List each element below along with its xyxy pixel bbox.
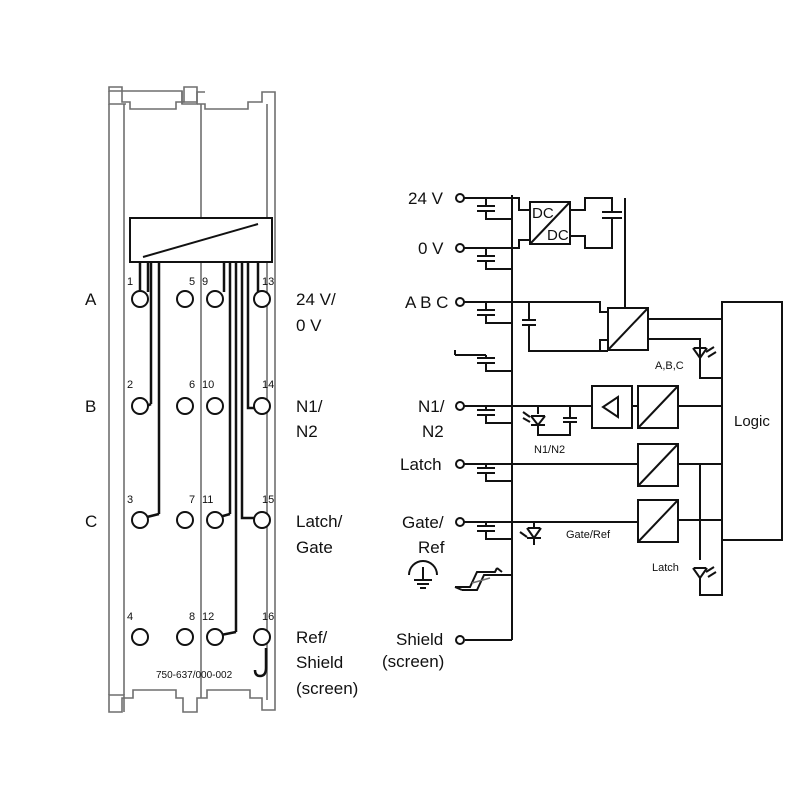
terminal-16 xyxy=(253,628,271,646)
earth-ground-icon xyxy=(408,560,438,589)
input-capacitors xyxy=(454,197,512,540)
input-label-gate: Gate/ xyxy=(402,513,444,532)
terminal-13 xyxy=(253,290,271,308)
input-label-0v: 0 V xyxy=(418,239,444,258)
input-label-abc: A B C xyxy=(405,293,448,312)
ground-symbols xyxy=(408,560,512,591)
terminal-7 xyxy=(176,511,194,529)
schematic-terminal-shield xyxy=(455,635,465,645)
terminal-14 xyxy=(253,397,271,415)
led-label-abc: A,B,C xyxy=(655,360,684,372)
terminal-number: 9 xyxy=(202,276,208,288)
label-shield: Shield xyxy=(296,653,343,672)
label-screen: (screen) xyxy=(296,679,358,698)
part-number: 750-637/000-002 xyxy=(156,670,233,681)
terminal-number: 4 xyxy=(127,611,133,623)
row-label-a: A xyxy=(85,290,97,309)
schematic-terminal-n1n2 xyxy=(455,401,465,411)
terminal-numbers: 1 2 3 4 5 6 7 8 9 10 11 12 13 14 15 16 xyxy=(127,276,274,623)
terminal-12 xyxy=(206,628,224,646)
terminal-number: 2 xyxy=(127,379,133,391)
terminal-number: 13 xyxy=(262,276,274,288)
terminal-number: 6 xyxy=(189,379,195,391)
left-signal-labels: 24 V/ 0 V N1/ N2 Latch/ Gate Ref/ Shield… xyxy=(296,290,358,698)
input-label-latch: Latch xyxy=(400,455,442,474)
terminal-number: 15 xyxy=(262,494,274,506)
logic-block: Logic xyxy=(721,301,783,541)
label-gate: Gate xyxy=(296,538,333,557)
terminal-11 xyxy=(206,511,224,529)
dc-bottom-label: DC xyxy=(547,227,569,244)
input-label-24v: 24 V xyxy=(408,189,444,208)
input-labels: 24 V 0 V A B C N1/ N2 Latch Gate/ Ref Sh… xyxy=(382,189,448,671)
terminal-number: 16 xyxy=(262,611,274,623)
input-label-n1: N1/ xyxy=(418,397,445,416)
schematic-terminal-gate xyxy=(455,517,465,527)
terminal-9 xyxy=(206,290,224,308)
terminal-number: 3 xyxy=(127,494,133,506)
terminal-points xyxy=(131,290,271,646)
led-label-gate-ref: Gate/Ref xyxy=(566,529,611,541)
terminal-4 xyxy=(131,628,149,646)
terminal-2 xyxy=(131,397,149,415)
row-labels: A B C xyxy=(85,290,97,531)
dc-top-label: DC xyxy=(532,205,554,222)
label-n1: N1/ xyxy=(296,397,323,416)
terminal-number: 5 xyxy=(189,276,195,288)
terminal-number: 11 xyxy=(202,494,213,506)
led-label-latch: Latch xyxy=(652,562,679,574)
din-rail-icon xyxy=(454,567,512,591)
schematic-terminal-latch xyxy=(455,459,465,469)
terminal-number: 7 xyxy=(189,494,195,506)
schematic-terminal-0v xyxy=(455,243,465,253)
logic-label: Logic xyxy=(734,413,770,430)
input-terminals xyxy=(455,193,465,645)
terminal-number: 10 xyxy=(202,379,214,391)
label-0v: 0 V xyxy=(296,316,322,335)
label-latch: Latch/ xyxy=(296,512,343,531)
n1n2-channel: N1/N2 xyxy=(486,385,722,456)
row-label-c: C xyxy=(85,512,97,531)
terminal-15 xyxy=(253,511,271,529)
input-label-screen: (screen) xyxy=(382,652,444,671)
led-label-n1n2: N1/N2 xyxy=(534,444,565,456)
label-ref: Ref/ xyxy=(296,628,327,647)
terminal-3 xyxy=(131,511,149,529)
input-label-n2: N2 xyxy=(422,422,444,441)
terminal-number: 12 xyxy=(202,611,214,623)
latch-channel: Latch xyxy=(486,443,723,596)
label-n2: N2 xyxy=(296,422,318,441)
terminal-1 xyxy=(131,290,149,308)
abc-channel: A,B,C xyxy=(486,301,722,379)
schematic-terminal-24v xyxy=(455,193,465,203)
label-24v: 24 V/ xyxy=(296,290,336,309)
terminal-number: 8 xyxy=(189,611,195,623)
terminal-number: 14 xyxy=(262,379,274,391)
gate-channel: Gate/Ref xyxy=(486,499,722,545)
input-label-shield: Shield xyxy=(396,630,443,649)
module-optocoupler xyxy=(129,217,273,632)
power-supply: DC DC xyxy=(486,197,626,308)
terminal-8 xyxy=(176,628,194,646)
schematic-terminal-abc xyxy=(455,297,465,307)
input-label-ref: Ref xyxy=(418,538,445,557)
terminal-10 xyxy=(206,397,224,415)
module-wiring xyxy=(142,402,268,678)
terminal-number: 1 xyxy=(127,276,133,288)
module-housing xyxy=(108,86,276,713)
row-label-b: B xyxy=(85,397,96,416)
terminal-6 xyxy=(176,397,194,415)
terminal-5 xyxy=(176,290,194,308)
